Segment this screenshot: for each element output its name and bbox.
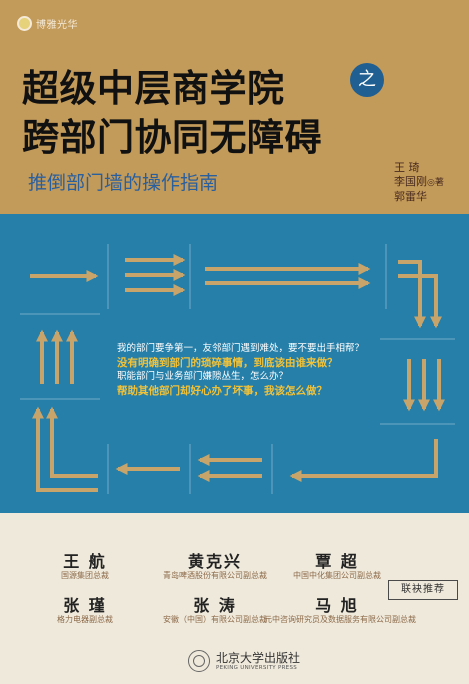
arrow-turn-up-icon — [32, 406, 98, 492]
recommender-name: 黄克兴 — [187, 552, 242, 571]
question-item: 我的部门要争第一，友邻部门遇到难处，要不要出手相帮？ — [117, 343, 365, 354]
recommender: 张 涛 安徽（中国）有限公司副总裁 — [160, 597, 270, 625]
arrow-turn-down-icon — [398, 260, 426, 329]
arrow-panel — [0, 214, 469, 513]
series-brand: 博雅光华 — [17, 16, 78, 31]
recommender: 覃 超 中国中化集团公司副总裁 — [282, 553, 392, 581]
recommender: 张 瑾 格力电器副总裁 — [50, 597, 120, 625]
recommender-title: 安徽（中国）有限公司副总裁 — [163, 615, 267, 624]
arrow-turn-left-icon — [289, 439, 438, 482]
recommend-badge: 联袂推荐 — [388, 580, 458, 600]
book-subtitle: 推倒部门墙的操作指南 — [28, 172, 219, 194]
arrow-cycle-illustration — [20, 244, 455, 494]
author-name: 李国刚 — [394, 175, 427, 188]
recommender-name: 覃 超 — [315, 552, 359, 571]
recommender-name: 张 瑾 — [63, 596, 107, 615]
publisher-english-name: PEKING UNIVERSITY PRESS — [216, 664, 298, 671]
question-item-highlight: 没有明确到部门的琐碎事情，到底该由谁来做？ — [117, 357, 338, 369]
sun-logo-icon — [17, 16, 32, 31]
recommender: 黄克兴 青岛啤酒股份有限公司副总裁 — [160, 553, 270, 581]
arrow-turn-down-icon — [398, 274, 442, 329]
publisher-seal-icon — [188, 650, 210, 672]
recommendations-area — [0, 513, 469, 634]
author-name: 王 琦 — [394, 161, 420, 174]
book-title-line1: 超级中层商学院 — [22, 66, 285, 110]
recommender-name: 马 旭 — [315, 596, 359, 615]
recommender: 马 旭 元中咨询研究员及数据服务有限公司副总裁 — [264, 596, 416, 625]
book-title-line2: 跨部门协同无障碍 — [22, 115, 322, 159]
title-connector-badge: 之 — [350, 63, 384, 97]
author-suffix: ◎著 — [427, 178, 444, 188]
question-list: 我的部门要争第一，友邻部门遇到难处，要不要出手相帮？ 没有明确到部门的琐碎事情，… — [117, 342, 397, 398]
publisher-block: 北京大学出版社 PEKING UNIVERSITY PRESS — [188, 650, 300, 672]
question-item: 职能部门与业务部门嫌隙丛生，怎么办？ — [117, 371, 289, 382]
series-brand-text: 博雅光华 — [36, 20, 78, 31]
recommender-name: 王 航 — [63, 552, 107, 571]
divider-lines — [20, 244, 455, 494]
recommender: 王 航 国源集团总裁 — [50, 553, 120, 581]
recommender-title: 格力电器副总裁 — [57, 615, 113, 624]
question-item-highlight: 帮助其他部门却好心办了坏事，我该怎么做？ — [117, 385, 327, 397]
arrow-turn-up-icon — [46, 406, 98, 478]
author-name: 郭雷华 — [394, 190, 427, 203]
recommender-title: 元中咨询研究员及数据服务有限公司副总裁 — [264, 615, 416, 624]
top-band — [0, 0, 469, 214]
recommender-title: 青岛啤酒股份有限公司副总裁 — [163, 571, 267, 580]
recommender-name: 张 涛 — [193, 596, 237, 615]
publisher-name: 北京大学出版社 — [216, 650, 301, 665]
recommender-title: 国源集团总裁 — [61, 571, 109, 580]
authors-block: 王 琦 李国刚◎著 郭雷华 — [394, 161, 444, 204]
recommender-title: 中国中化集团公司副总裁 — [293, 571, 381, 580]
